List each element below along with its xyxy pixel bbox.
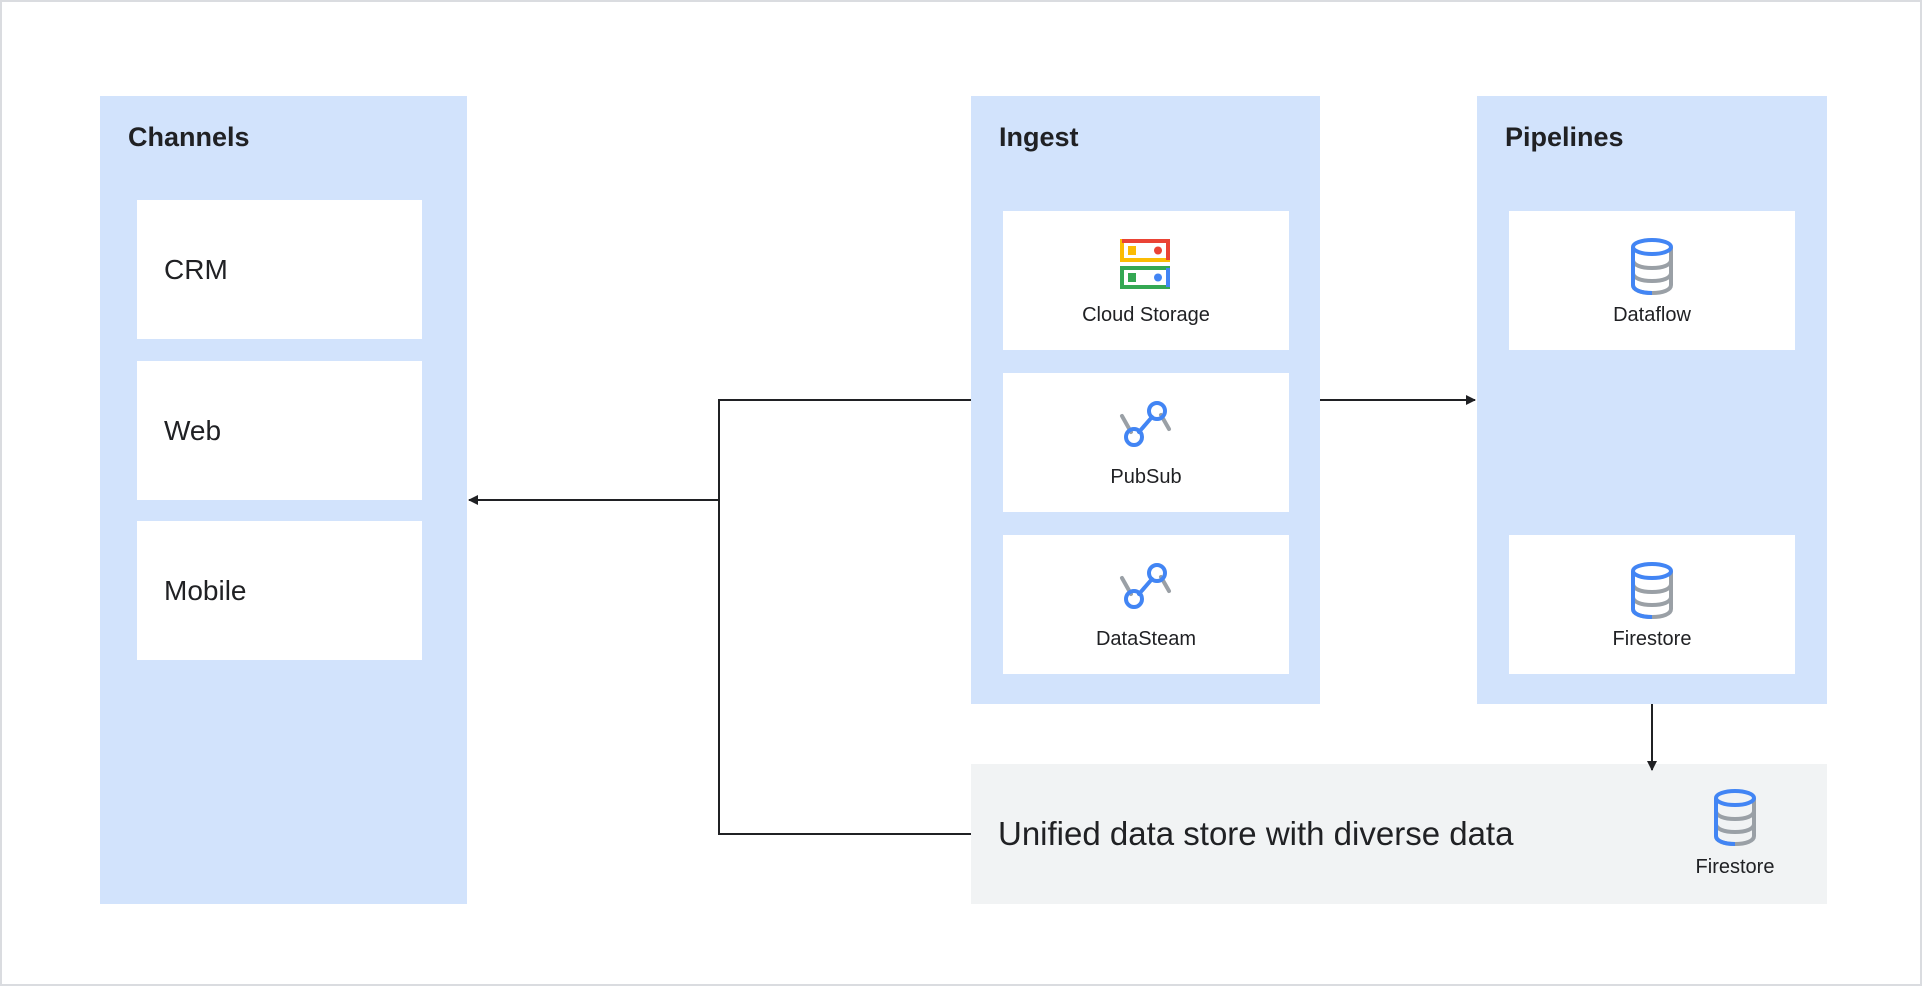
channel-label-web: Web bbox=[164, 414, 222, 446]
ingest-title: Ingest bbox=[999, 122, 1079, 152]
ingest-label-pubsub: PubSub bbox=[1110, 466, 1182, 488]
ingest-label-datastream: DataSteam bbox=[1095, 628, 1197, 650]
ingest-card-cloud-storage: Cloud Storage bbox=[1003, 211, 1289, 350]
channels-group: Channels CRM Web Mobile bbox=[100, 96, 467, 904]
ingest-card-datastream: DataSteam bbox=[1003, 535, 1289, 674]
ingest-group: Ingest Cloud Storage PubSu bbox=[971, 96, 1320, 704]
pubsub-icon bbox=[1120, 401, 1171, 447]
cloud-storage-icon bbox=[1120, 239, 1170, 289]
ingest-label-cloud-storage: Cloud Storage bbox=[1082, 304, 1210, 326]
pipelines-group: Pipelines Dataflow Firestore bbox=[1477, 96, 1827, 704]
unified-data-store-text: Unified data store with diverse data bbox=[998, 815, 1514, 852]
pipelines-title: Pipelines bbox=[1505, 122, 1624, 152]
pipeline-card-dataflow: Dataflow bbox=[1509, 211, 1795, 350]
connector-ingest-to-channels bbox=[468, 399, 971, 505]
channels-title: Channels bbox=[128, 122, 250, 152]
datastream-icon bbox=[1120, 563, 1171, 609]
unified-data-store-label: Firestore bbox=[1695, 856, 1775, 878]
channel-label-mobile: Mobile bbox=[164, 574, 247, 606]
channel-card-mobile: Mobile bbox=[137, 521, 422, 660]
channel-label-crm: CRM bbox=[164, 253, 228, 285]
channel-card-web: Web bbox=[137, 361, 422, 500]
channel-card-crm: CRM bbox=[137, 200, 422, 339]
pipeline-label-dataflow: Dataflow bbox=[1613, 304, 1691, 326]
ingest-card-pubsub: PubSub bbox=[1003, 373, 1289, 512]
pipeline-card-firestore: Firestore bbox=[1509, 535, 1795, 674]
pipeline-label-firestore: Firestore bbox=[1612, 628, 1692, 650]
database-icon bbox=[1631, 562, 1673, 619]
connector-store-to-channels bbox=[718, 500, 971, 835]
database-icon bbox=[1631, 238, 1673, 295]
unified-data-store: Unified data store with diverse data Fir… bbox=[971, 764, 1827, 904]
database-icon bbox=[1714, 789, 1756, 846]
